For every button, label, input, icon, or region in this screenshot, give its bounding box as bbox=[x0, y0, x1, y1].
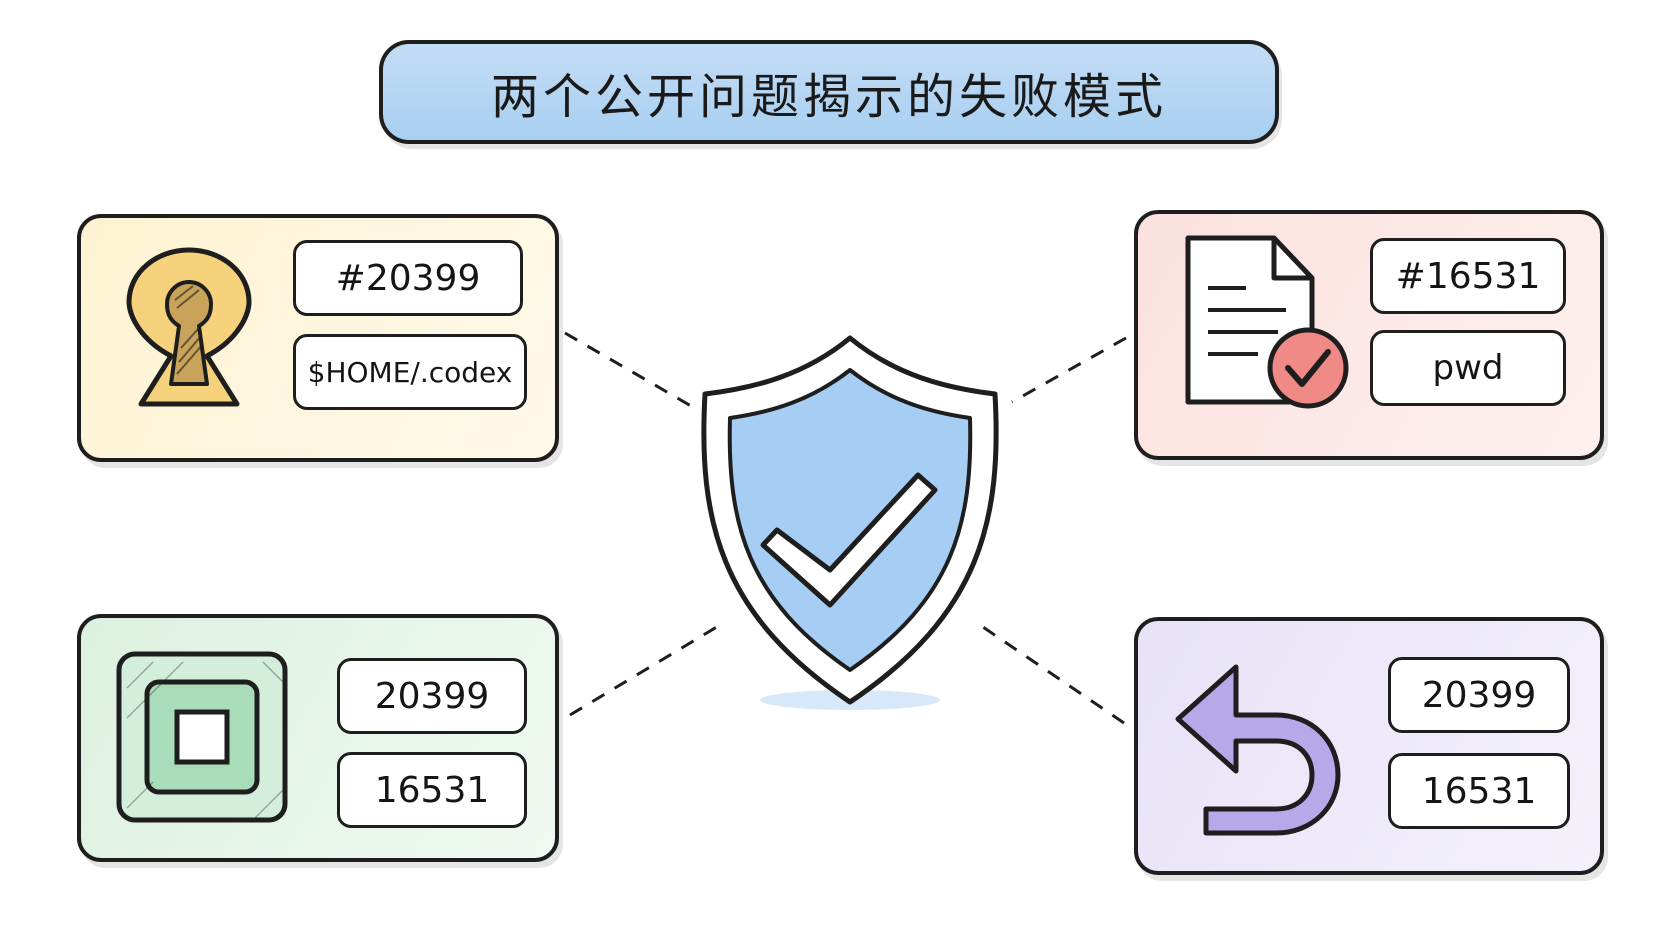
shield-check-icon bbox=[701, 335, 999, 710]
issue-number-tag: 20399 bbox=[337, 658, 527, 734]
connector-bottom-right bbox=[979, 623, 1125, 725]
path-tag: $HOME/.codex bbox=[293, 334, 527, 410]
keyhole-icon bbox=[126, 247, 252, 407]
card-bottom-right: 20399 16531 bbox=[1134, 617, 1604, 875]
nested-square-icon bbox=[116, 651, 288, 823]
card-top-right: #16531 pwd bbox=[1134, 210, 1604, 460]
issue-tag: #20399 bbox=[293, 240, 523, 316]
connector-top-left bbox=[564, 331, 699, 412]
issue-number-tag: 20399 bbox=[1388, 657, 1570, 733]
command-tag: pwd bbox=[1370, 330, 1566, 406]
issue-tag: #16531 bbox=[1370, 238, 1566, 314]
undo-arrow-icon bbox=[1175, 664, 1341, 836]
card-top-left: #20399 $HOME/.codex bbox=[77, 214, 559, 462]
issue-number-tag: 16531 bbox=[337, 752, 527, 828]
connector-bottom-left bbox=[569, 623, 721, 717]
diagram-title: 两个公开问题揭示的失败模式 bbox=[490, 69, 1167, 125]
issue-number-tag: 16531 bbox=[1388, 753, 1570, 829]
document-check-icon bbox=[1185, 235, 1349, 409]
title-banner: 两个公开问题揭示的失败模式 bbox=[379, 40, 1279, 144]
card-bottom-left: 20399 16531 bbox=[77, 614, 559, 862]
connector-top-right bbox=[1011, 336, 1127, 404]
